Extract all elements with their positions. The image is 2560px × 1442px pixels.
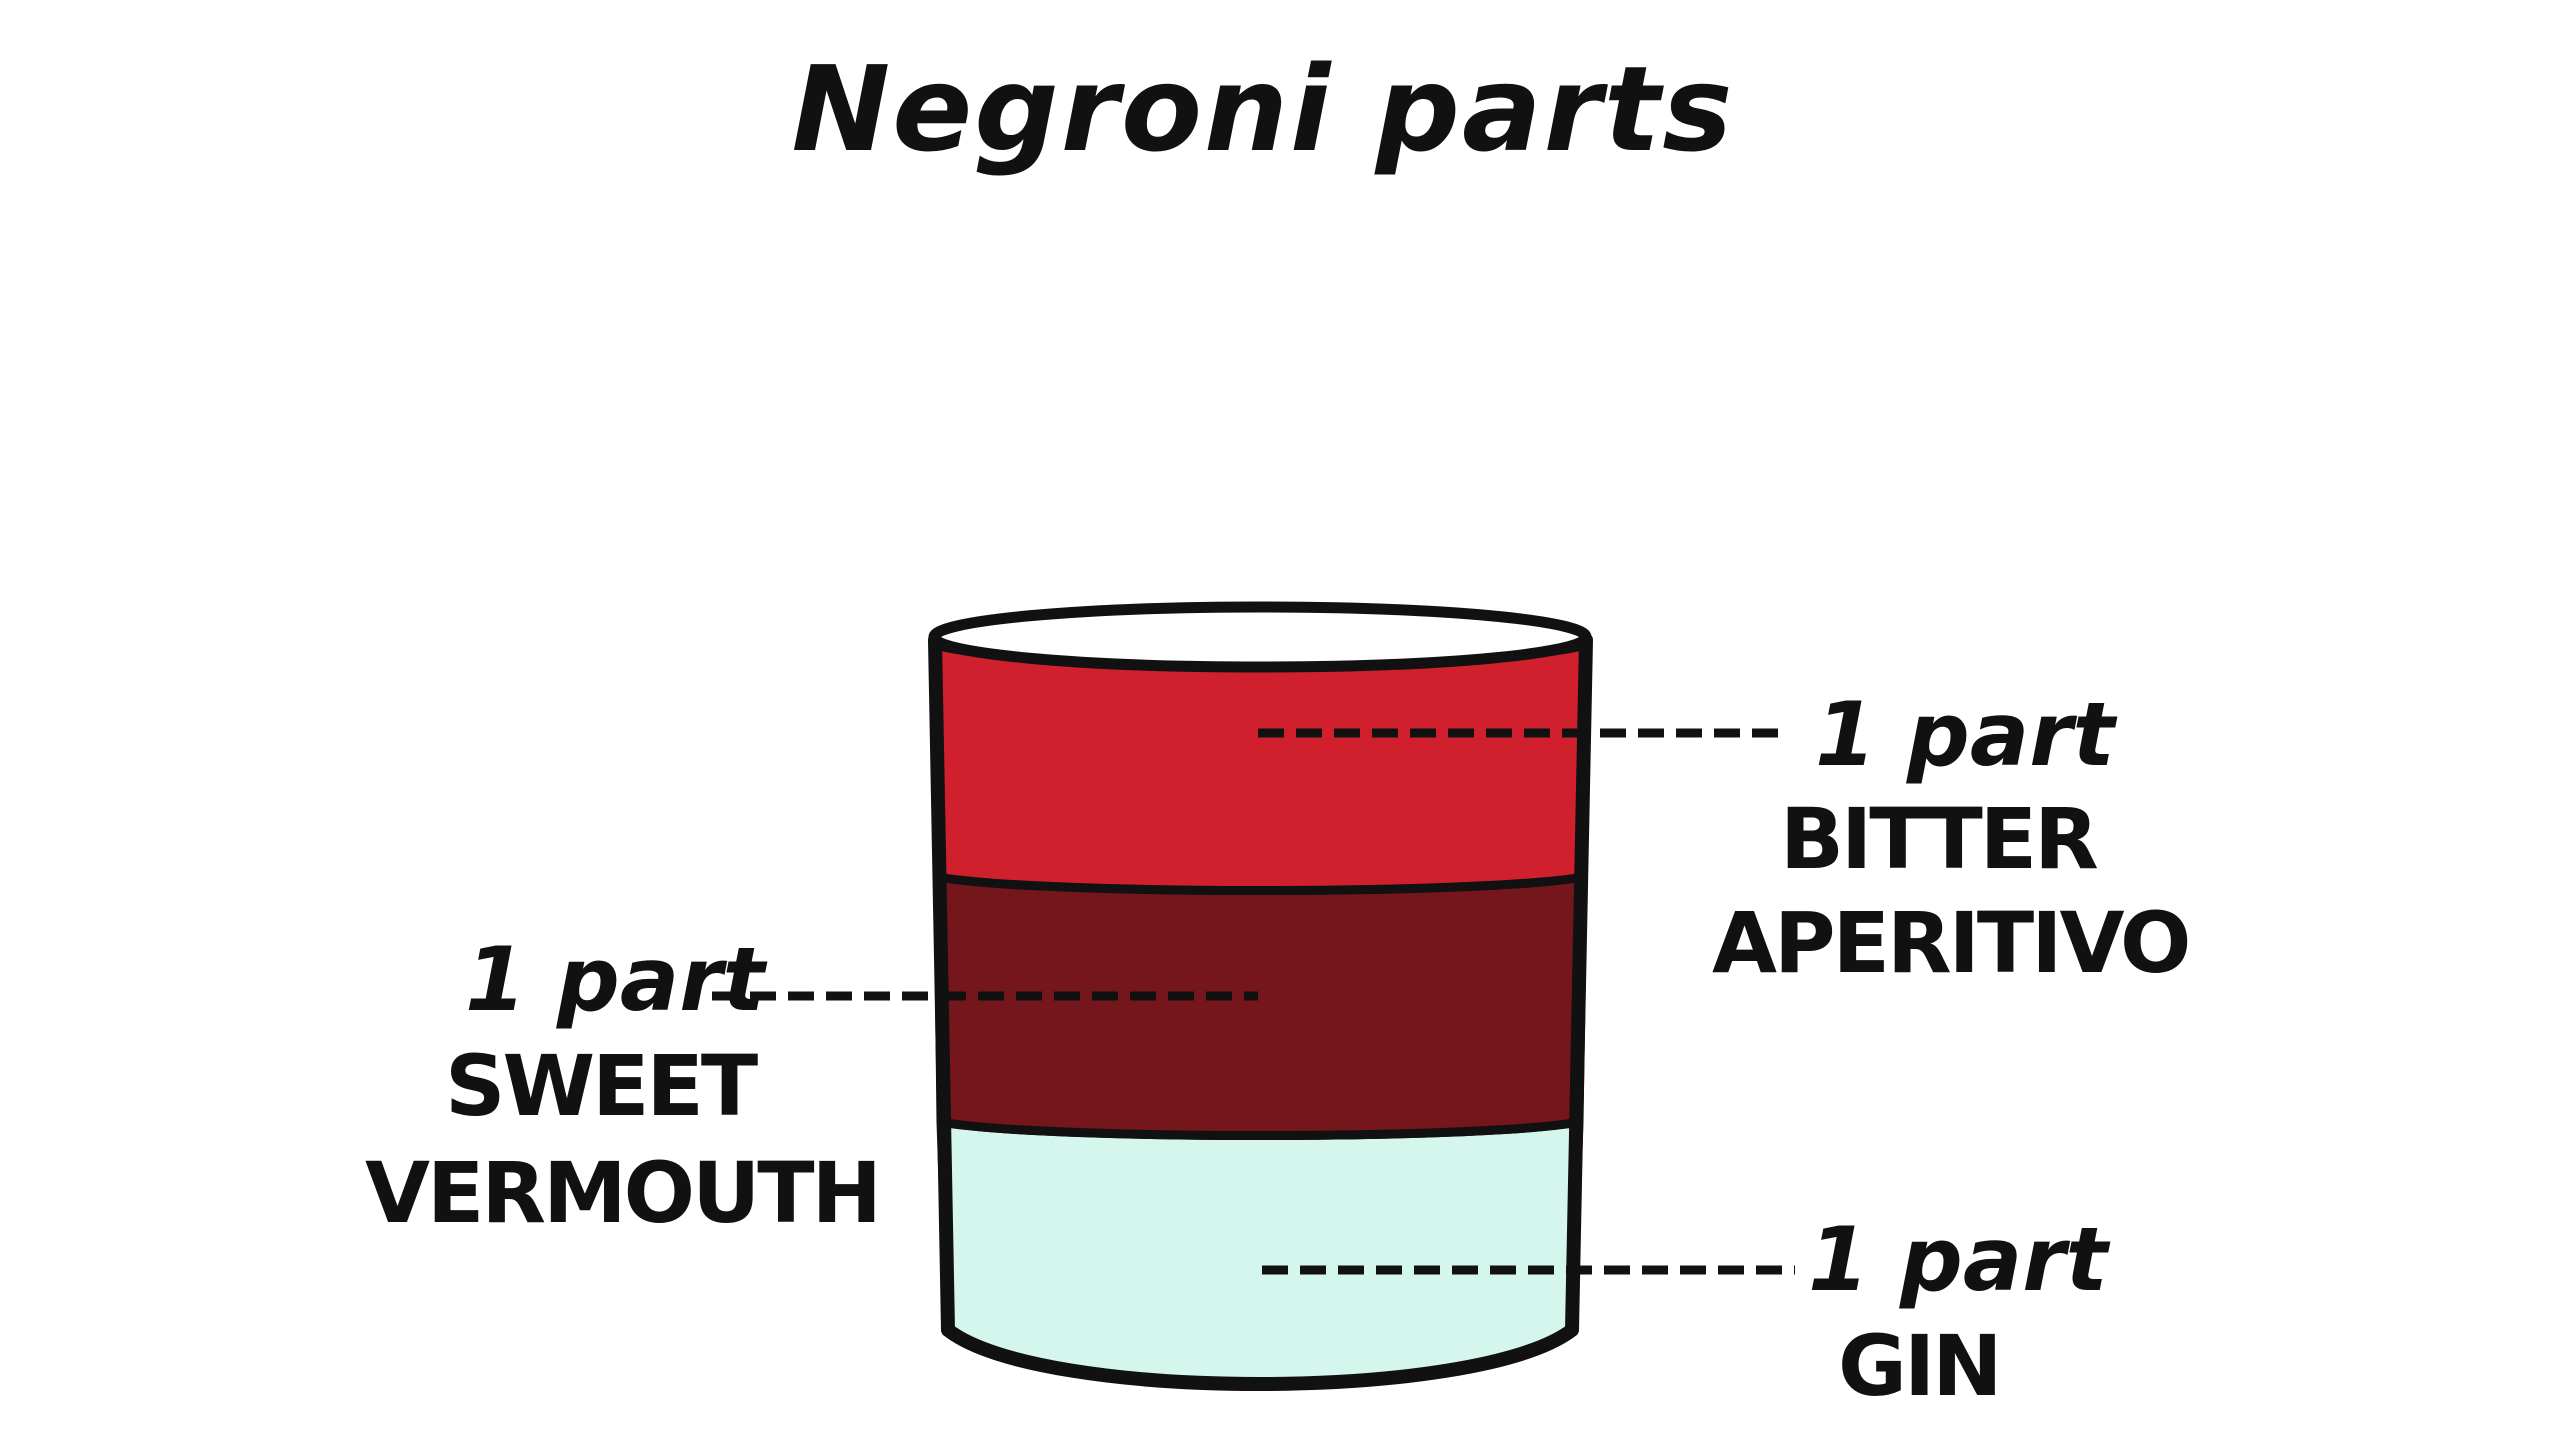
glass-outline [928, 633, 1593, 1391]
sweet-vermouth-layer [933, 872, 1588, 1140]
glass [928, 601, 1593, 1391]
page-title: Negroni parts [792, 40, 1735, 178]
bitter-aperitivo-part-label: 1 part [1815, 683, 2118, 786]
gin-part-label: 1 part [1808, 1208, 2111, 1311]
sweet-vermouth-part-label: 1 part [465, 928, 768, 1031]
bitter-aperitivo-label: 1 part BITTER APERITIVO [1712, 683, 2191, 992]
sweet-vermouth-name-line-1: SWEET [445, 1037, 758, 1135]
bitter-aperitivo-name-line-2: APERITIVO [1712, 894, 2188, 992]
gin-layer [936, 1117, 1584, 1389]
glass-rim [928, 601, 1592, 673]
sweet-vermouth-name-line-2: VERMOUTH [365, 1144, 879, 1242]
bitter-aperitivo-layer [930, 640, 1591, 895]
sweet-vermouth-label: 1 part SWEET VERMOUTH [365, 928, 882, 1242]
bitter-aperitivo-name-line-1: BITTER [1780, 790, 2097, 888]
gin-label: 1 part GIN [1808, 1208, 2111, 1415]
gin-name-line-1: GIN [1838, 1317, 2000, 1415]
